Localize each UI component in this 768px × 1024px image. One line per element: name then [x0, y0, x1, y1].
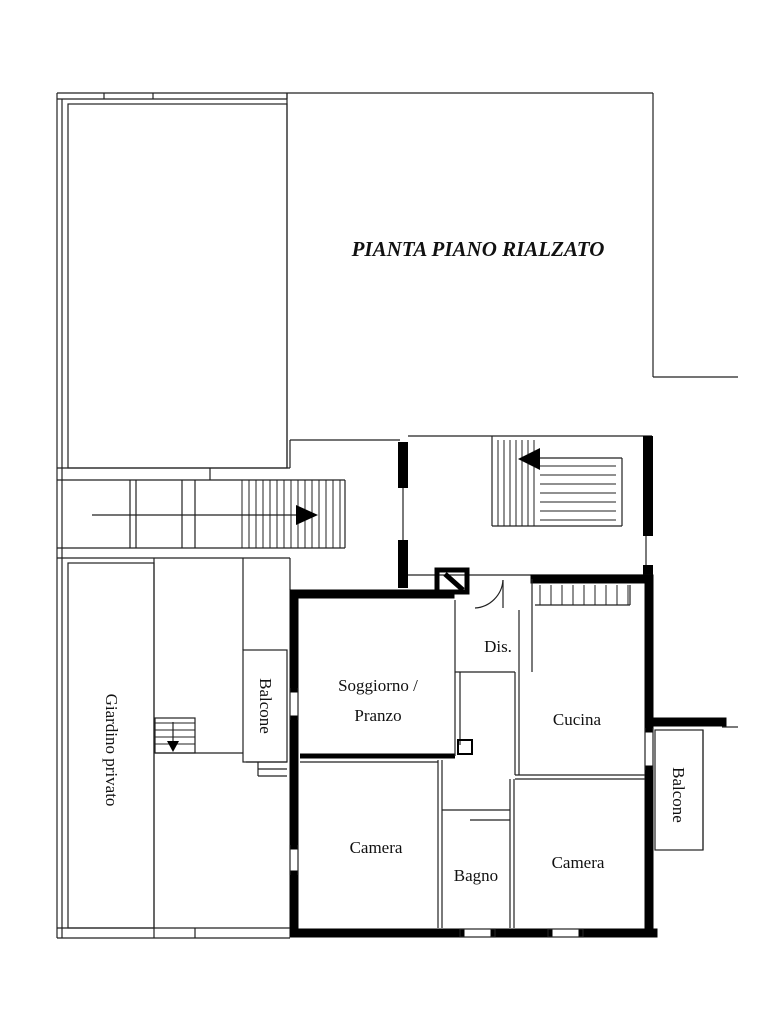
- interior-walls: [289, 579, 654, 938]
- room-label-balcone-right: Balcone: [669, 767, 688, 823]
- room-label-balcone-left: Balcone: [256, 678, 275, 734]
- left-balcony: [242, 558, 288, 777]
- room-label-giardino: Giardino privato: [102, 694, 121, 807]
- right-balcony: [654, 729, 704, 851]
- right-stair-arrow-icon: [518, 448, 540, 470]
- plan-title: PIANTA PIANO RIALZATO: [351, 237, 605, 261]
- room-label-dis: Dis.: [484, 637, 512, 656]
- room-label-camera-left: Camera: [350, 838, 403, 857]
- site-outline: [56, 92, 738, 938]
- stair-hall: [289, 435, 653, 590]
- left-stair-arrow-icon: [296, 505, 318, 525]
- room-label-soggiorno: Soggiorno /: [338, 676, 418, 695]
- room-label-cucina: Cucina: [553, 710, 602, 729]
- apartment-walls: [289, 567, 738, 938]
- garden-stair-arrow-icon: [167, 741, 179, 752]
- left-ramp: [57, 467, 346, 559]
- room-label-camera-right: Camera: [552, 853, 605, 872]
- private-garden: [57, 558, 290, 939]
- room-label-bagno: Bagno: [454, 866, 498, 885]
- room-label-pranzo: Pranzo: [354, 706, 401, 725]
